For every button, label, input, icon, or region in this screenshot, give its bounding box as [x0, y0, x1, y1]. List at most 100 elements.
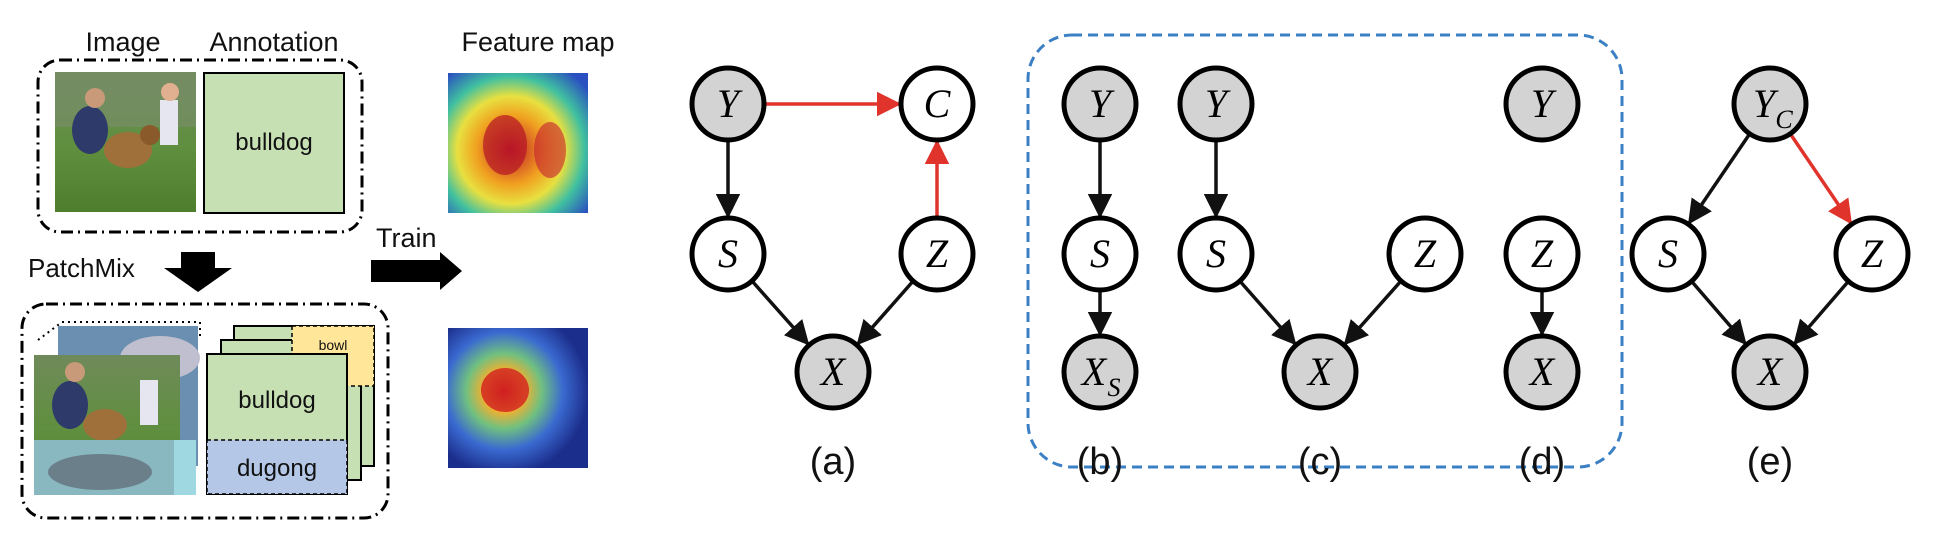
graph-caption: (d)	[1519, 441, 1565, 483]
graph-caption: (c)	[1298, 441, 1342, 483]
graph-d: Y Z X (d)	[1503, 65, 1581, 483]
node-s: S	[1061, 215, 1139, 293]
mixed-main-label: bulldog	[238, 387, 315, 414]
node-circle	[1833, 215, 1911, 293]
node-circle	[1177, 215, 1255, 293]
node-circle	[1177, 65, 1255, 143]
edge-s-to-x	[1238, 279, 1297, 346]
node-z: Z	[1503, 215, 1581, 293]
node-y: Y	[1177, 65, 1255, 143]
node-label: X	[1756, 349, 1784, 394]
node-label: Z	[926, 231, 949, 276]
node-subscript: C	[1775, 105, 1793, 134]
feature-map-bottom	[448, 328, 588, 468]
node-label: X	[1528, 349, 1556, 394]
node-x: X	[794, 333, 872, 411]
graph-caption: (b)	[1077, 441, 1123, 483]
node-x: X	[1503, 333, 1581, 411]
node-circle	[1281, 333, 1359, 411]
feature-map-top	[448, 73, 588, 213]
patchmix-panel: Image Annotation Feature map bulldog	[20, 27, 615, 520]
mixed-bottom-label: dugong	[237, 455, 317, 482]
node-y: Y	[1061, 65, 1139, 143]
node-x: X	[1281, 333, 1359, 411]
image-header: Image	[85, 27, 160, 57]
node-label: Y	[1205, 81, 1231, 126]
node-y: Y	[689, 65, 767, 143]
mixed-corner-label: bowl	[319, 337, 348, 353]
node-label: Z	[1414, 231, 1437, 276]
graph-c: Y S Z X (c)	[1177, 65, 1464, 483]
node-circle	[1503, 215, 1581, 293]
node-circle	[1731, 333, 1809, 411]
node-c: C	[898, 65, 976, 143]
node-z: Z	[898, 215, 976, 293]
graph-caption: (a)	[810, 441, 856, 483]
node-circle	[689, 65, 767, 143]
node-z: Z	[1386, 215, 1464, 293]
node-circle	[1503, 65, 1581, 143]
node-label: S	[1206, 231, 1226, 276]
annotation-box	[203, 72, 345, 214]
annotation-header: Annotation	[209, 27, 338, 57]
graph-caption: (e)	[1747, 441, 1793, 483]
node-z: Z	[1833, 215, 1911, 293]
node-label: S	[1658, 231, 1678, 276]
node-label: S	[718, 231, 738, 276]
node-circle	[1386, 215, 1464, 293]
patchmix-label: PatchMix	[28, 253, 135, 283]
node-label: Y	[1753, 81, 1779, 126]
node-label: C	[924, 81, 952, 126]
node-circle	[898, 215, 976, 293]
node-label: Z	[1531, 231, 1554, 276]
node-circle	[1629, 215, 1707, 293]
node-s: S	[1177, 215, 1255, 293]
graph-a: Y C S Z X (a)	[689, 65, 976, 483]
node-circle	[898, 65, 976, 143]
node-label: Y	[1531, 81, 1557, 126]
node-label: X	[1080, 349, 1108, 394]
graphs-bcd-group-box	[1026, 33, 1624, 469]
node-s: S	[1629, 215, 1707, 293]
node-circle	[689, 215, 767, 293]
node-circle	[794, 333, 872, 411]
annotation-label: bulldog	[235, 129, 312, 156]
edge-z-to-x	[856, 279, 915, 346]
edge-s-to-x	[750, 279, 810, 346]
feature-map-header: Feature map	[461, 27, 614, 57]
node-circle	[1061, 65, 1139, 143]
input-group-box	[36, 58, 364, 234]
node-s: S	[689, 215, 767, 293]
node-circle	[1731, 65, 1809, 143]
node-label: Z	[1861, 231, 1884, 276]
node-label: Y	[717, 81, 743, 126]
edge-z-to-x	[1793, 280, 1850, 346]
node-y: Y	[1503, 65, 1581, 143]
edge-z-to-x	[1343, 279, 1403, 346]
node-circle	[1061, 215, 1139, 293]
node-label: X	[1306, 349, 1334, 394]
patchmix-arrow	[164, 252, 232, 292]
node-subscript: S	[1108, 373, 1121, 402]
mixed-photo-stack	[34, 321, 201, 495]
train-label: Train	[376, 223, 437, 253]
node-circle	[1503, 333, 1581, 411]
mixed-group-box	[20, 302, 390, 520]
node-label: Y	[1089, 81, 1115, 126]
node-label: S	[1090, 231, 1110, 276]
node-label: X	[819, 349, 847, 394]
mixed-annotation-stack: bowl bulldog dugong	[206, 325, 375, 495]
train-arrow	[371, 252, 462, 290]
node-circle	[1061, 333, 1139, 411]
edge-yc-to-s	[1687, 132, 1752, 225]
node-x: X	[1731, 333, 1809, 411]
edge-s-to-x	[1690, 280, 1747, 346]
input-photo	[55, 72, 196, 212]
edge-yc-to-z	[1788, 132, 1853, 225]
